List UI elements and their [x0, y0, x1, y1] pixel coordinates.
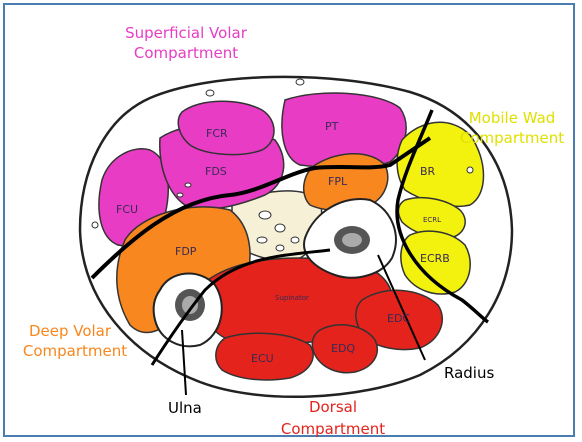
label-ecrb: ECRB: [420, 252, 450, 265]
label-br: BR: [420, 165, 436, 178]
deep-label-line1: Deep Volar: [29, 322, 112, 340]
ulna-label: Ulna: [168, 399, 202, 417]
radius-label: Radius: [444, 364, 494, 382]
superficial-label-line1: Superficial Volar: [125, 24, 248, 42]
label-ecrl: ECRL: [423, 216, 441, 224]
radius-marrow-core: [342, 233, 362, 247]
label-edc: EDC: [387, 312, 410, 325]
label-fcu: FCU: [116, 203, 138, 216]
label-supinator: Supinator: [275, 294, 309, 302]
label-edq: EDQ: [331, 342, 355, 355]
dorsal-label-line2: Compartment: [281, 420, 385, 438]
dorsal-label-line1: Dorsal: [309, 398, 357, 416]
mobile-label-line1: Mobile Wad: [469, 109, 556, 127]
label-fcr: FCR: [206, 127, 228, 140]
mobile-label-line2: Compartment: [460, 129, 564, 147]
label-fdp: FDP: [175, 245, 197, 258]
label-ecu: ECU: [251, 352, 274, 365]
label-fds: FDS: [205, 165, 227, 178]
label-pt: PT: [325, 120, 339, 133]
deep-label-line2: Compartment: [23, 342, 127, 360]
label-fpl: FPL: [328, 175, 348, 188]
superficial-label-line2: Compartment: [134, 44, 238, 62]
